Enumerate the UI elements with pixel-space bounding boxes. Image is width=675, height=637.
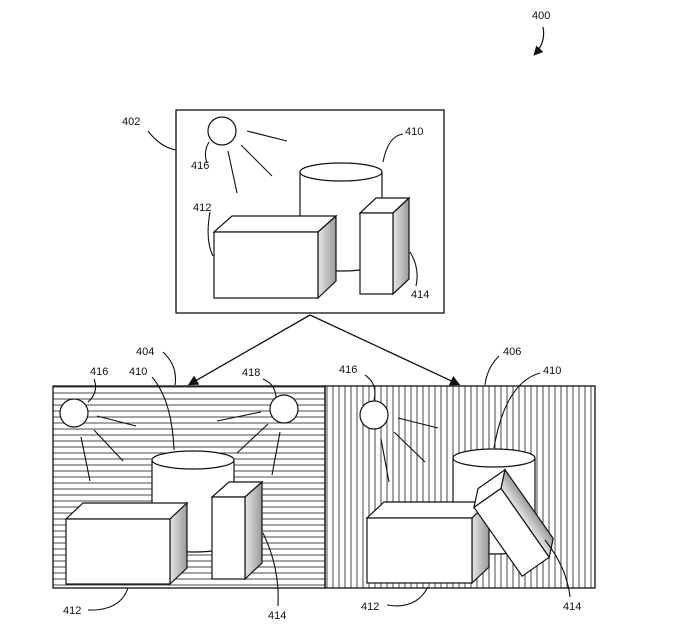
- box-412: [214, 216, 336, 298]
- leader-406: [485, 356, 499, 385]
- sun-416-right: [360, 401, 388, 429]
- label-402: 402: [122, 116, 140, 128]
- label-404: 404: [136, 346, 154, 358]
- label-414-right: 414: [563, 601, 581, 613]
- label-416-right: 416: [339, 364, 357, 376]
- label-406: 406: [503, 346, 521, 358]
- label-414-top: 414: [411, 289, 429, 301]
- sun-418: [270, 395, 298, 423]
- sun-416-left: [60, 399, 88, 427]
- label-410-top: 410: [405, 126, 423, 138]
- label-418: 418: [242, 367, 260, 379]
- box-412-left: [66, 503, 187, 584]
- label-416-top: 416: [191, 160, 209, 172]
- box-412-right: [367, 502, 489, 583]
- scene-406: 406 416 410 412 414: [325, 346, 595, 613]
- leader-402: [148, 131, 176, 150]
- label-412-top: 412: [193, 202, 211, 214]
- scene-404: 404 416 410 418 412 414: [53, 346, 325, 622]
- block-414: [360, 198, 409, 294]
- label-410-left: 410: [129, 366, 147, 378]
- figure-number-arrow: [535, 27, 544, 54]
- label-412-right: 412: [361, 601, 379, 613]
- label-416-left: 416: [90, 366, 108, 378]
- scene-402: 402 416 410 412 414: [122, 110, 444, 313]
- label-412-left: 412: [63, 605, 81, 617]
- label-410-right: 410: [543, 365, 561, 377]
- arrow-to-406: [310, 315, 458, 384]
- sun-416: [208, 117, 236, 145]
- leader-412-left: [88, 588, 128, 610]
- label-414-left: 414: [268, 610, 286, 622]
- block-414-left: [212, 482, 262, 579]
- figure-number-label: 400: [532, 10, 550, 22]
- leader-404: [163, 352, 176, 385]
- leader-412-right: [387, 587, 428, 606]
